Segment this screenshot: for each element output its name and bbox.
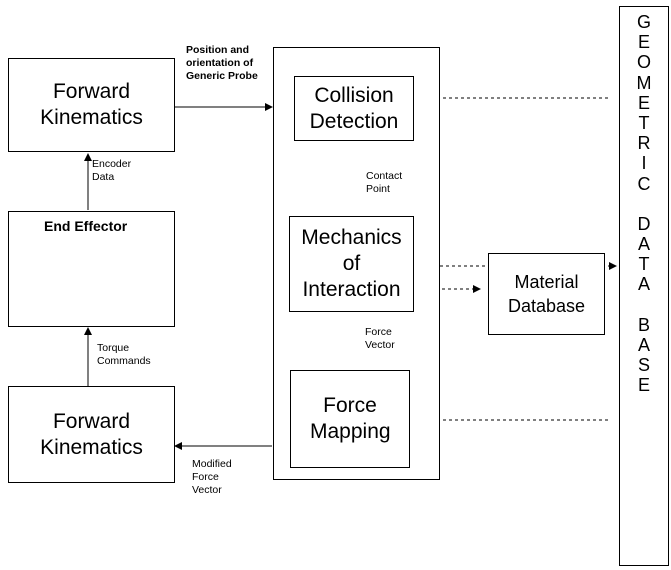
geo-letter: C bbox=[637, 173, 651, 194]
collision-detection-label: Collision Detection bbox=[309, 83, 399, 133]
contact-point-label: Contact Point bbox=[366, 170, 403, 195]
mechanics-of-interaction-block: Mechanics of Interaction bbox=[289, 216, 414, 312]
geo-letter: A bbox=[637, 335, 650, 355]
end-effector-block: End Effector bbox=[8, 211, 175, 327]
geometric-database-label: G E O M E T R I C D A T A B A S E bbox=[619, 12, 669, 396]
encoder-data-label: Encoder Data bbox=[92, 158, 132, 183]
force-vector-label: Force Vector bbox=[365, 326, 395, 351]
forward-kinematics-top-label: Forward Kinematics bbox=[40, 80, 143, 129]
position-orientation-label: Position and orientation of Generic Prob… bbox=[186, 44, 258, 82]
geo-letter: E bbox=[637, 92, 650, 113]
geo-letter: E bbox=[637, 32, 650, 53]
material-database-label: Material Database bbox=[507, 272, 586, 316]
geo-letter bbox=[619, 295, 669, 315]
geo-letter: D bbox=[637, 213, 651, 234]
collision-detection-block: Collision Detection bbox=[294, 76, 414, 141]
geo-letter: T bbox=[638, 112, 650, 133]
forward-kinematics-bottom-block: Forward Kinematics bbox=[8, 386, 175, 483]
geo-letter: A bbox=[637, 234, 650, 255]
force-mapping-label: Force Mapping bbox=[310, 394, 391, 443]
mechanics-of-interaction-label: Mechanics of Interaction bbox=[301, 226, 402, 301]
geo-letter: B bbox=[637, 314, 650, 335]
geo-letter: G bbox=[636, 12, 651, 32]
geo-letter: A bbox=[637, 274, 650, 295]
end-effector-label: End Effector bbox=[44, 218, 128, 234]
geo-letter: O bbox=[636, 52, 651, 73]
geo-letter bbox=[619, 194, 669, 214]
geo-letter: M bbox=[636, 72, 652, 93]
geo-letter: I bbox=[641, 153, 647, 174]
geo-letter: T bbox=[638, 254, 650, 275]
force-mapping-block: Force Mapping bbox=[290, 370, 410, 468]
forward-kinematics-top-block: Forward Kinematics bbox=[8, 58, 175, 152]
torque-commands-label: Torque Commands bbox=[97, 342, 151, 367]
material-database-block: Material Database bbox=[488, 253, 605, 335]
geo-letter: E bbox=[637, 375, 650, 396]
geo-letter: R bbox=[637, 133, 651, 154]
geometric-database-block bbox=[619, 6, 669, 566]
modified-force-vector-label: Modified Force Vector bbox=[192, 458, 232, 496]
forward-kinematics-bottom-label: Forward Kinematics bbox=[40, 409, 143, 459]
geo-letter: S bbox=[637, 355, 650, 376]
